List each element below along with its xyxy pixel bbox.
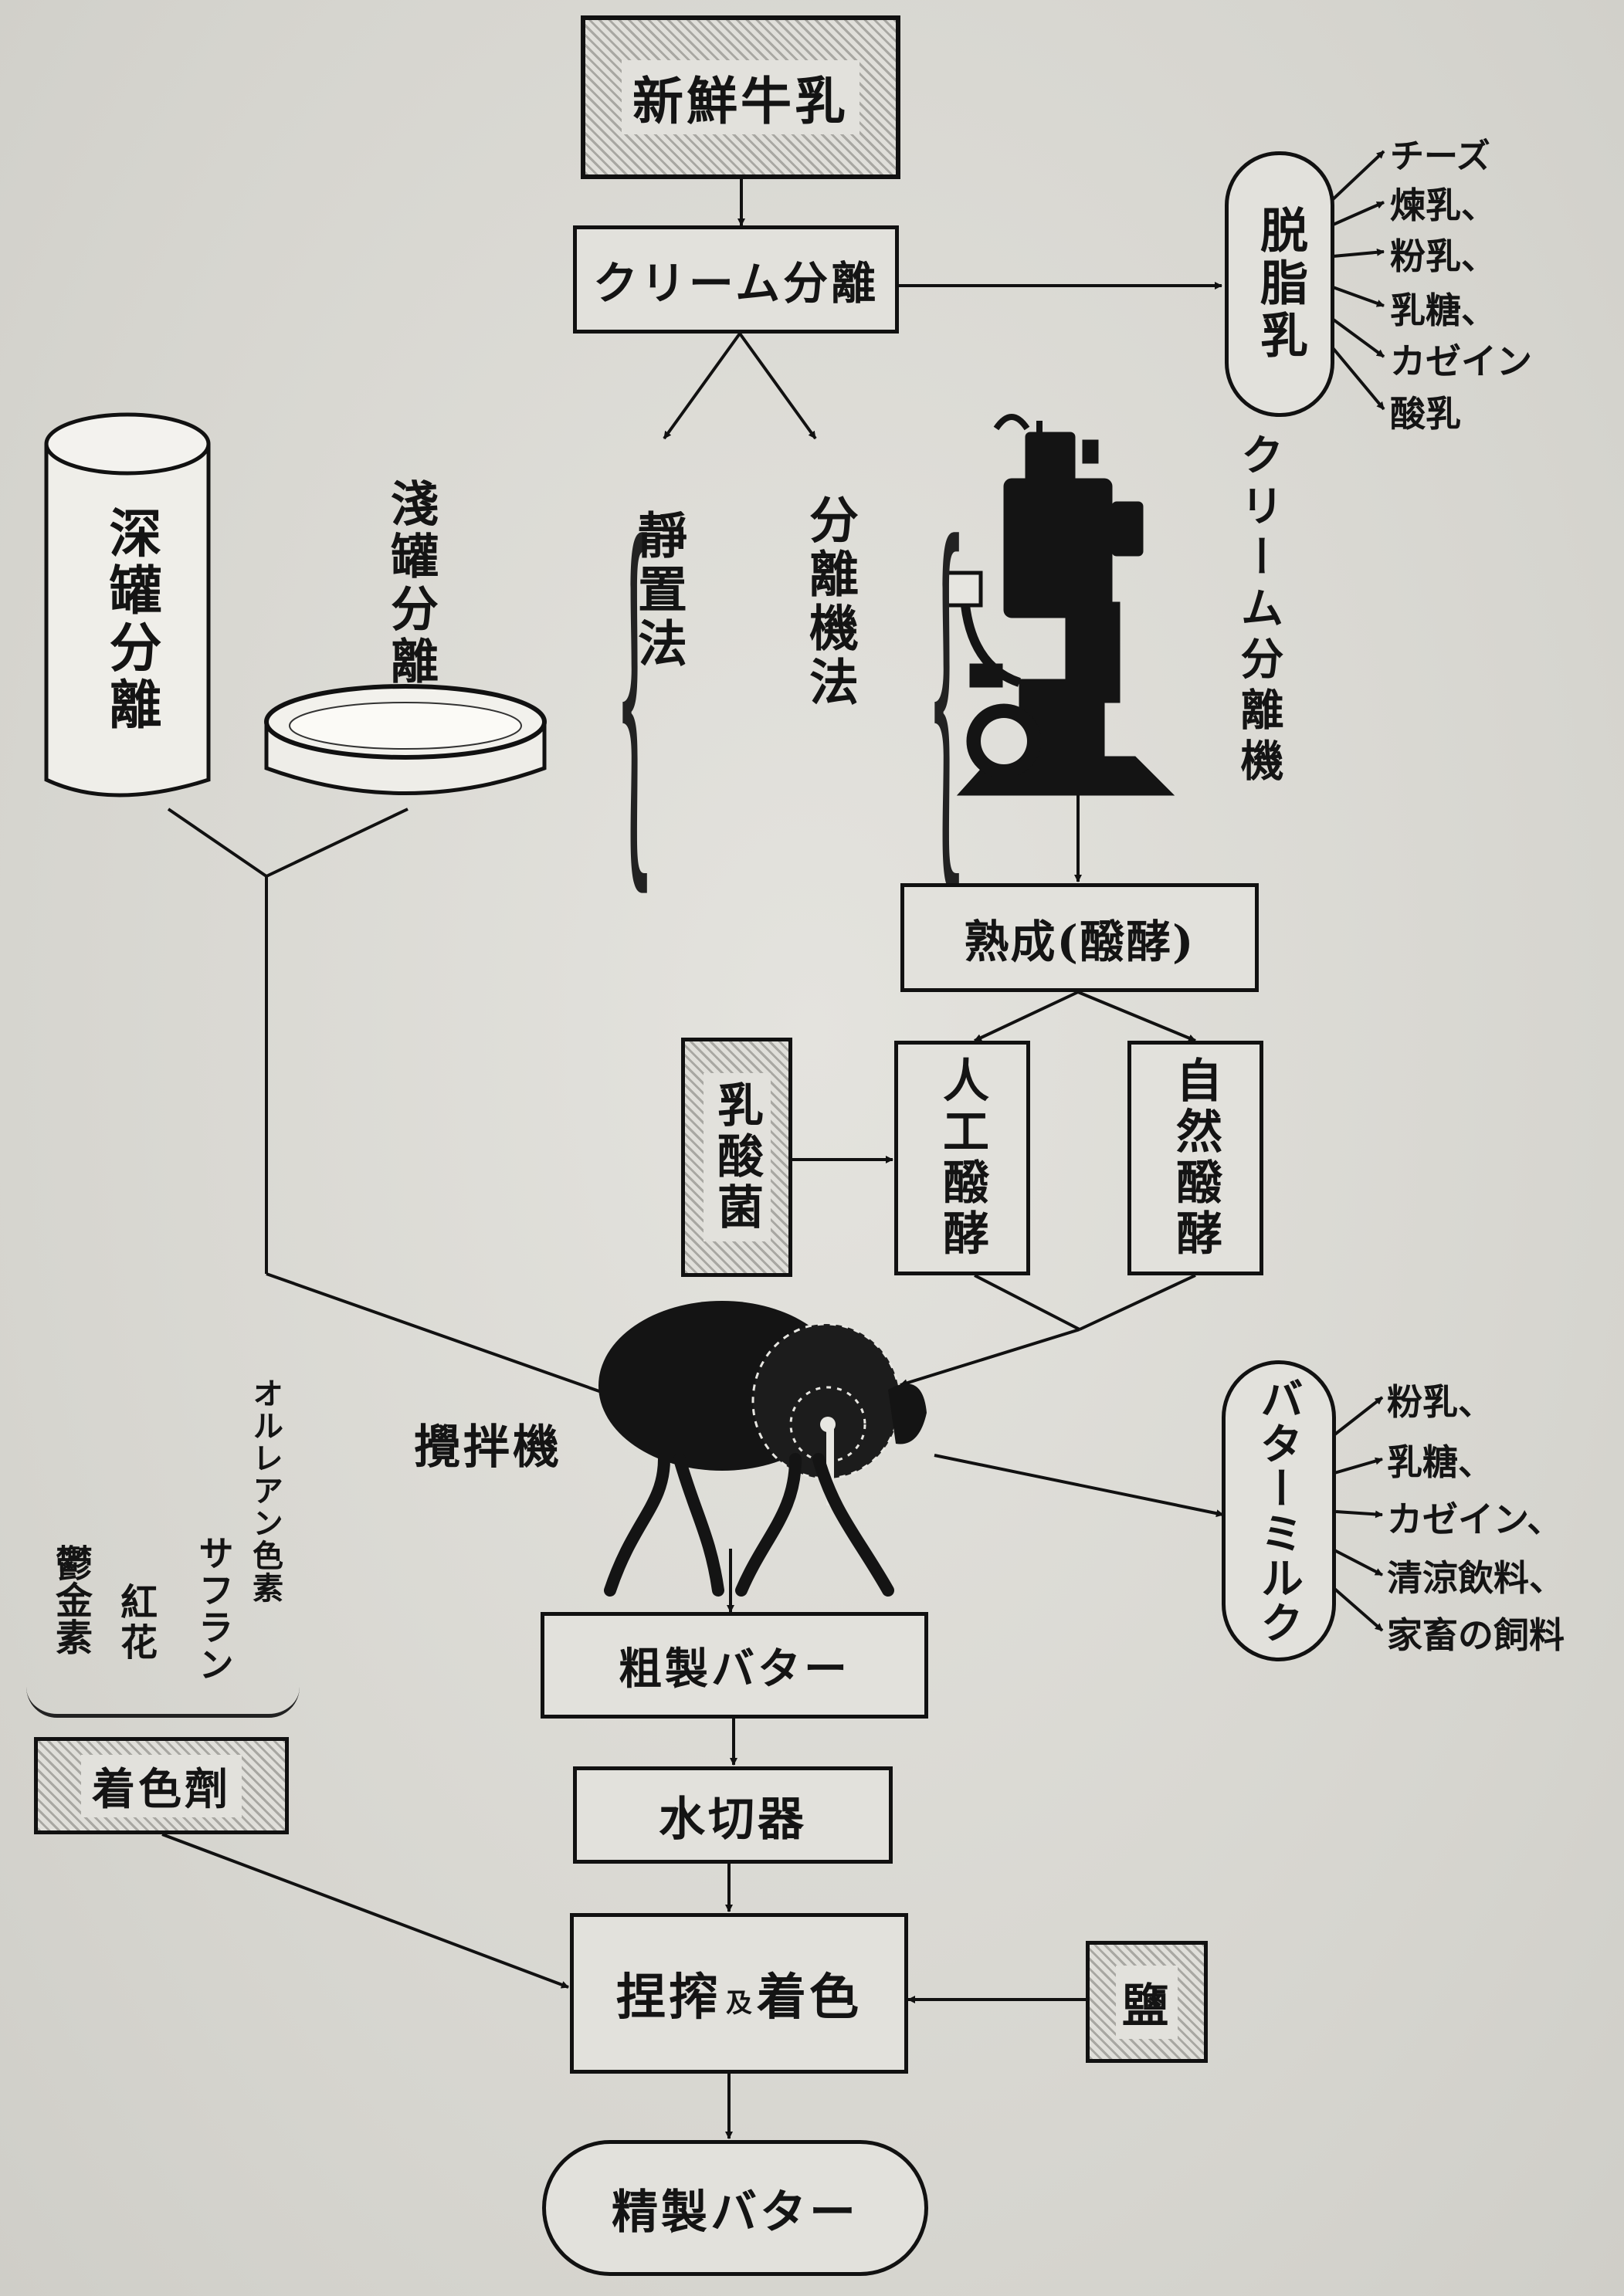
- crude-butter-box: 粗製バター: [541, 1612, 928, 1719]
- buttermilk-product-3: カゼイン、: [1387, 1498, 1563, 1540]
- colorant-source-3: 紅花: [114, 1583, 157, 1663]
- skim-milk-capsule: 脱脂乳: [1225, 151, 1334, 417]
- arrow-buttermilk-to-product-2: [1334, 1457, 1383, 1475]
- buttermilk-product-1: 粉乳、: [1387, 1381, 1493, 1423]
- arrow-skim-to-product-4: [1332, 286, 1385, 307]
- skim-product-6: 酸乳: [1390, 393, 1461, 435]
- natural-ferment-label: 自然醱酵: [1168, 1056, 1222, 1260]
- ripening-box: 熟成(醱酵): [900, 883, 1259, 992]
- colorant-brace: [26, 1683, 300, 1718]
- arrow-buttermilk-to-product-5: [1331, 1586, 1384, 1632]
- arrow-skim-to-product-1: [1328, 150, 1385, 204]
- skim-product-5: カゼイン: [1390, 340, 1532, 382]
- connector-shallow-pan: [266, 808, 409, 878]
- crude-butter-label: 粗製バター: [619, 1643, 850, 1695]
- arrow-separation-to-separator: [738, 332, 817, 440]
- skim-product-1: チーズ: [1390, 137, 1490, 176]
- natural-ferment-box: 自然醱酵: [1127, 1041, 1263, 1275]
- connector-artificial: [974, 1274, 1080, 1331]
- ripening-label: 熟成(醱酵): [964, 915, 1195, 968]
- buttermilk-product-2: 乳糖、: [1387, 1441, 1493, 1483]
- right-brace: ｛: [870, 508, 962, 949]
- left-brace: ｛: [558, 508, 650, 949]
- arrow-churn-to-buttermilk: [934, 1454, 1224, 1518]
- colorant-label: 着色劑: [81, 1754, 242, 1817]
- working-coloring-box: 捏搾 及 着色: [570, 1913, 908, 2074]
- arrow-skim-to-product-2: [1331, 201, 1385, 227]
- water-remover-label: 水切器: [659, 1792, 807, 1847]
- cream-separator-label: クリーム分離機: [1233, 432, 1284, 789]
- deep-can-illustration: [44, 412, 211, 798]
- arrow-ferment-to-churn: [900, 1328, 1080, 1387]
- colorant-source-1: オルレアン色素: [247, 1377, 283, 1604]
- skim-product-4: 乳糖、: [1390, 290, 1497, 331]
- buttermilk-label: バターミルク: [1253, 1377, 1304, 1645]
- refined-butter-capsule: 精製バター: [542, 2140, 928, 2276]
- skim-product-3: 粉乳、: [1390, 235, 1497, 277]
- water-remover-box: 水切器: [573, 1766, 893, 1864]
- salt-label: 鹽: [1116, 1965, 1178, 2039]
- arrow-cream-to-churn: [266, 1272, 613, 1397]
- arrow-buttermilk-to-product-4: [1334, 1549, 1383, 1576]
- buttermilk-product-4: 清涼飲料、: [1387, 1557, 1565, 1599]
- lactic-bacteria-box: 乳酸菌: [681, 1038, 792, 1277]
- arrow-buttermilk-to-product-3: [1335, 1510, 1383, 1519]
- gravity-method-label: 靜置法: [629, 510, 687, 672]
- arrow-skim-to-product-6: [1328, 343, 1385, 411]
- arrow-skim-to-product-3: [1332, 248, 1385, 258]
- salt-box: 鹽: [1086, 1941, 1208, 2063]
- coloring-label: 着色: [757, 1969, 862, 2027]
- buttermilk-capsule: バターミルク: [1222, 1360, 1336, 1661]
- arrow-colorant-to-working: [161, 1833, 569, 1989]
- fresh-milk-box: 新鮮牛乳: [581, 15, 900, 179]
- buttermilk-product-5: 家畜の飼料: [1387, 1614, 1565, 1656]
- shallow-pan-label: 淺罐分離: [382, 479, 439, 689]
- skim-product-2: 煉乳、: [1390, 185, 1497, 226]
- refined-butter-label: 精製バター: [612, 2185, 859, 2240]
- cream-separation-label: クリーム分離: [592, 257, 880, 310]
- and-label: 及: [726, 1987, 752, 2019]
- artificial-ferment-label: 人工醱酵: [934, 1056, 989, 1260]
- colorant-source-4: 鬱金素: [49, 1544, 92, 1655]
- arrow-ripening-to-artificial: [974, 991, 1079, 1042]
- colorant-box: 着色劑: [34, 1737, 289, 1834]
- cream-separator-illustration: [944, 414, 1175, 796]
- connector-deep-can: [167, 808, 268, 878]
- deep-can-label: 深罐分離: [100, 506, 161, 734]
- shallow-pan-illustration: [264, 684, 547, 795]
- separator-method-label: 分離機法: [801, 494, 859, 710]
- arrow-ripening-to-natural: [1077, 991, 1196, 1042]
- connector-natural: [1079, 1274, 1196, 1331]
- working-label: 捏搾: [616, 1969, 721, 2027]
- artificial-ferment-box: 人工醱酵: [894, 1041, 1030, 1275]
- lactic-bacteria-label: 乳酸菌: [703, 1073, 771, 1241]
- arrow-skim-to-product-5: [1330, 317, 1385, 358]
- skim-milk-label: 脱脂乳: [1252, 205, 1308, 363]
- fresh-milk-label: 新鮮牛乳: [622, 60, 859, 134]
- arrow-buttermilk-to-product-1: [1331, 1396, 1384, 1438]
- arrow-separation-to-gravity: [663, 332, 741, 440]
- churn-label: 攪拌機: [414, 1421, 562, 1475]
- colorant-source-2: サフラン: [193, 1535, 235, 1683]
- cream-separation-box: クリーム分離: [573, 225, 899, 334]
- churn-illustration: [598, 1301, 927, 1597]
